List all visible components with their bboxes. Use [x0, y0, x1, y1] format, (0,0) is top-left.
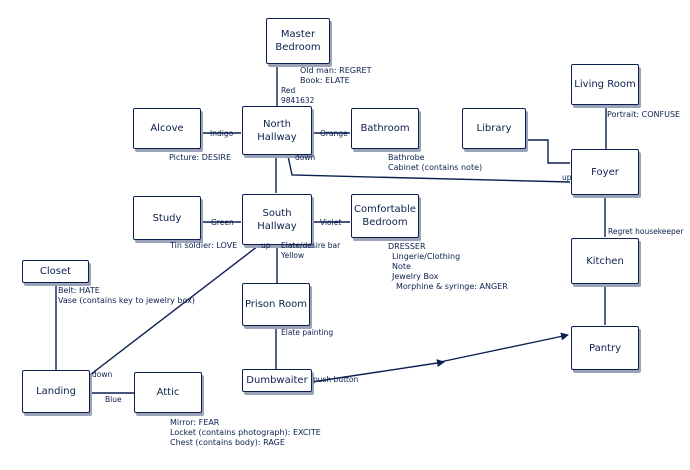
room-bathroom: Bathroom	[351, 108, 419, 149]
note-line: Jewelry Box	[392, 272, 439, 281]
note-line: Bathrobe	[388, 153, 425, 162]
note-line: Lingerie/Clothing	[392, 252, 461, 261]
room-label: Landing	[36, 386, 76, 397]
notes-master-bedroom: Old man: REGRET Book: ELATE	[300, 66, 371, 86]
room-closet: Closet	[22, 260, 89, 283]
room-attic: Attic	[134, 372, 202, 413]
room-label: Prison Room	[244, 299, 308, 310]
room-comfortable-bedroom: Comfortable Bedroom	[351, 194, 419, 238]
room-label: Attic	[156, 387, 180, 398]
room-label: Master Bedroom	[275, 29, 321, 53]
room-label: Kitchen	[586, 255, 624, 267]
note-line: Picture: DESIRE	[169, 153, 232, 162]
link-library-foyer	[526, 139, 570, 164]
edge-label-up-south: up	[261, 241, 271, 250]
edge-label-violet: Violet	[320, 218, 342, 227]
edge-label-blue: Blue	[105, 395, 122, 404]
note-line: Book: ELATE	[300, 76, 350, 85]
room-prison-room: Prison Room	[242, 283, 310, 326]
room-pantry: Pantry	[571, 326, 639, 370]
notes-living-room: Portrait: CONFUSE	[607, 110, 680, 120]
room-label: Dumbwaiter	[246, 375, 308, 386]
note-line: Locket (contains photograph): EXCITE	[170, 428, 321, 437]
edge-label-up-foyer: up	[562, 173, 572, 182]
room-living-room: Living Room	[571, 64, 639, 105]
room-kitchen: Kitchen	[571, 238, 639, 284]
notes-study: Tin soldier: LOVE	[170, 241, 237, 251]
room-north-hallway: North Hallway	[242, 106, 312, 155]
edge-label-red: Red 9841632	[281, 86, 315, 105]
note-line: Chest (contains body): RAGE	[170, 438, 285, 447]
edge-label-elate-painting: Elate painting	[281, 328, 334, 337]
notes-closet: Belt: HATE Vase (contains key to jewelry…	[58, 286, 195, 306]
room-label: Pantry	[589, 342, 621, 354]
link-north-foyer	[287, 155, 571, 183]
room-label: Comfortable Bedroom	[354, 204, 416, 228]
notes-alcove: Picture: DESIRE	[169, 153, 231, 163]
room-label: South Hallway	[257, 207, 297, 232]
notes-attic: Mirror: FEAR Locket (contains photograph…	[170, 418, 321, 448]
link-south-landing	[85, 245, 259, 379]
note-line: DRESSER	[388, 242, 426, 251]
note-line: Old man: REGRET	[300, 66, 372, 75]
notes-bathroom: Bathrobe Cabinet (contains note)	[388, 153, 482, 173]
edge-label-orange: Orange	[320, 129, 348, 138]
link-dumbwaiter-pantry	[311, 359, 445, 383]
edge-label-green: Green	[211, 218, 234, 227]
notes-comfortable-bedroom: DRESSER Lingerie/Clothing Note Jewelry B…	[388, 242, 508, 292]
room-master-bedroom: Master Bedroom	[266, 18, 330, 64]
edge-label-down-landing: down	[92, 370, 113, 379]
room-landing: Landing	[22, 370, 90, 413]
room-library: Library	[462, 108, 526, 149]
room-label: North Hallway	[257, 118, 297, 143]
note-line: Morphine & syringe: ANGER	[396, 282, 508, 291]
room-label: Alcove	[150, 123, 184, 134]
note-line: Vase (contains key to jewelry box)	[58, 296, 196, 305]
edge-label-indigo: Indigo	[210, 129, 234, 138]
note-line: Tin soldier: LOVE	[170, 241, 238, 250]
room-label: Bathroom	[360, 123, 410, 134]
room-foyer: Foyer	[571, 149, 639, 195]
note-line: Note	[392, 262, 411, 271]
room-south-hallway: South Hallway	[242, 194, 312, 245]
room-label: Study	[152, 212, 182, 224]
room-label: Closet	[39, 266, 72, 277]
edge-label-down-north: down	[295, 153, 316, 162]
edge-label-regret-housekeeper: Regret housekeeper	[608, 227, 684, 236]
room-study: Study	[133, 196, 201, 240]
note-line: Portrait: CONFUSE	[607, 110, 681, 119]
room-dumbwaiter: Dumbwaiter	[242, 369, 312, 392]
note-line: Mirror: FEAR	[170, 418, 220, 427]
edge-label-push-button: push button	[313, 375, 359, 384]
edge-label-elate-desire-bar: Elate/desire bar Yellow	[281, 241, 341, 260]
note-line: Belt: HATE	[58, 286, 100, 295]
room-alcove: Alcove	[133, 108, 201, 149]
link-dumbwaiter-pantry-end	[439, 332, 569, 363]
room-label: Library	[476, 123, 512, 134]
room-label: Foyer	[591, 166, 619, 178]
room-label: Living Room	[574, 79, 636, 90]
note-line: Cabinet (contains note)	[388, 163, 483, 172]
